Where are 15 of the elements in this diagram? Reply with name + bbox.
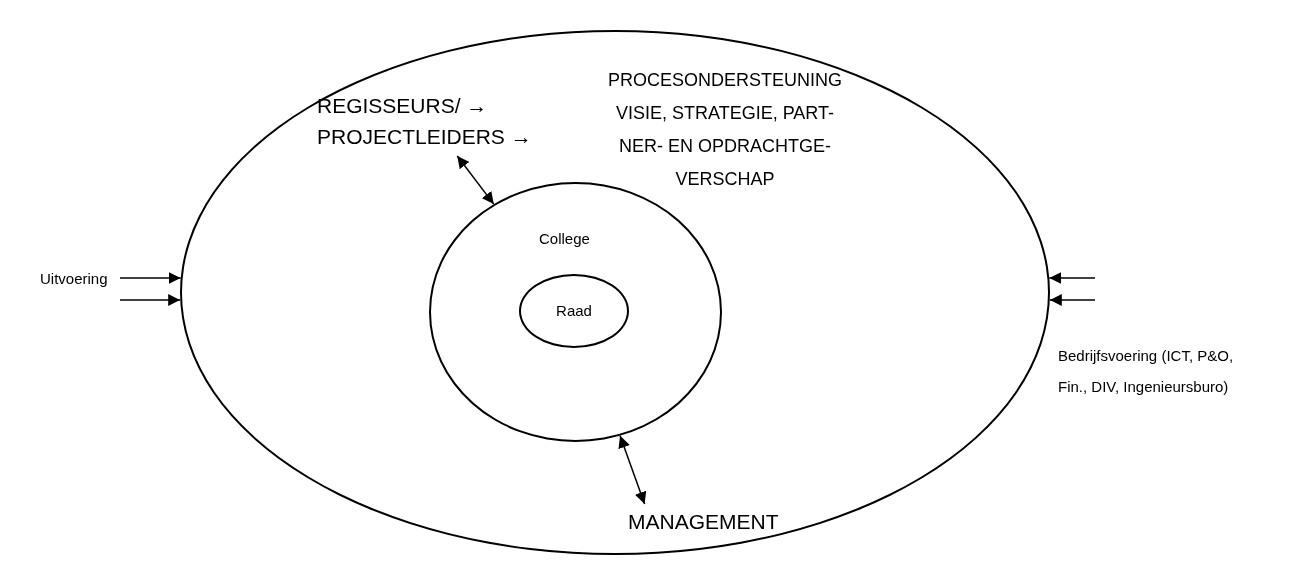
ellipse-label: Raad xyxy=(555,300,593,321)
text-label: Bedrijfsvoering (ICT, P&O, Fin., DIV, Ingenieursburo) xyxy=(1058,346,1235,397)
ellipse xyxy=(519,274,629,348)
text-label: Uitvoering xyxy=(40,269,108,289)
ellipse xyxy=(180,30,1050,555)
arrow xyxy=(618,435,647,505)
text-label: REGISSEURS/ → PROJECTLEIDERS → xyxy=(317,90,532,154)
arrow xyxy=(1048,272,1096,284)
arrow xyxy=(119,272,182,284)
arrow xyxy=(1049,294,1096,306)
arrow xyxy=(119,294,181,306)
text-label: PROCESONDERSTEUNING VISIE, STRATEGIE, PART- NER- EN OPDRACHTGE- VERSCHAP xyxy=(607,69,843,191)
ellipse-label: College xyxy=(539,229,590,249)
arrow xyxy=(456,155,495,205)
text-label: MANAGEMENT xyxy=(628,506,828,536)
